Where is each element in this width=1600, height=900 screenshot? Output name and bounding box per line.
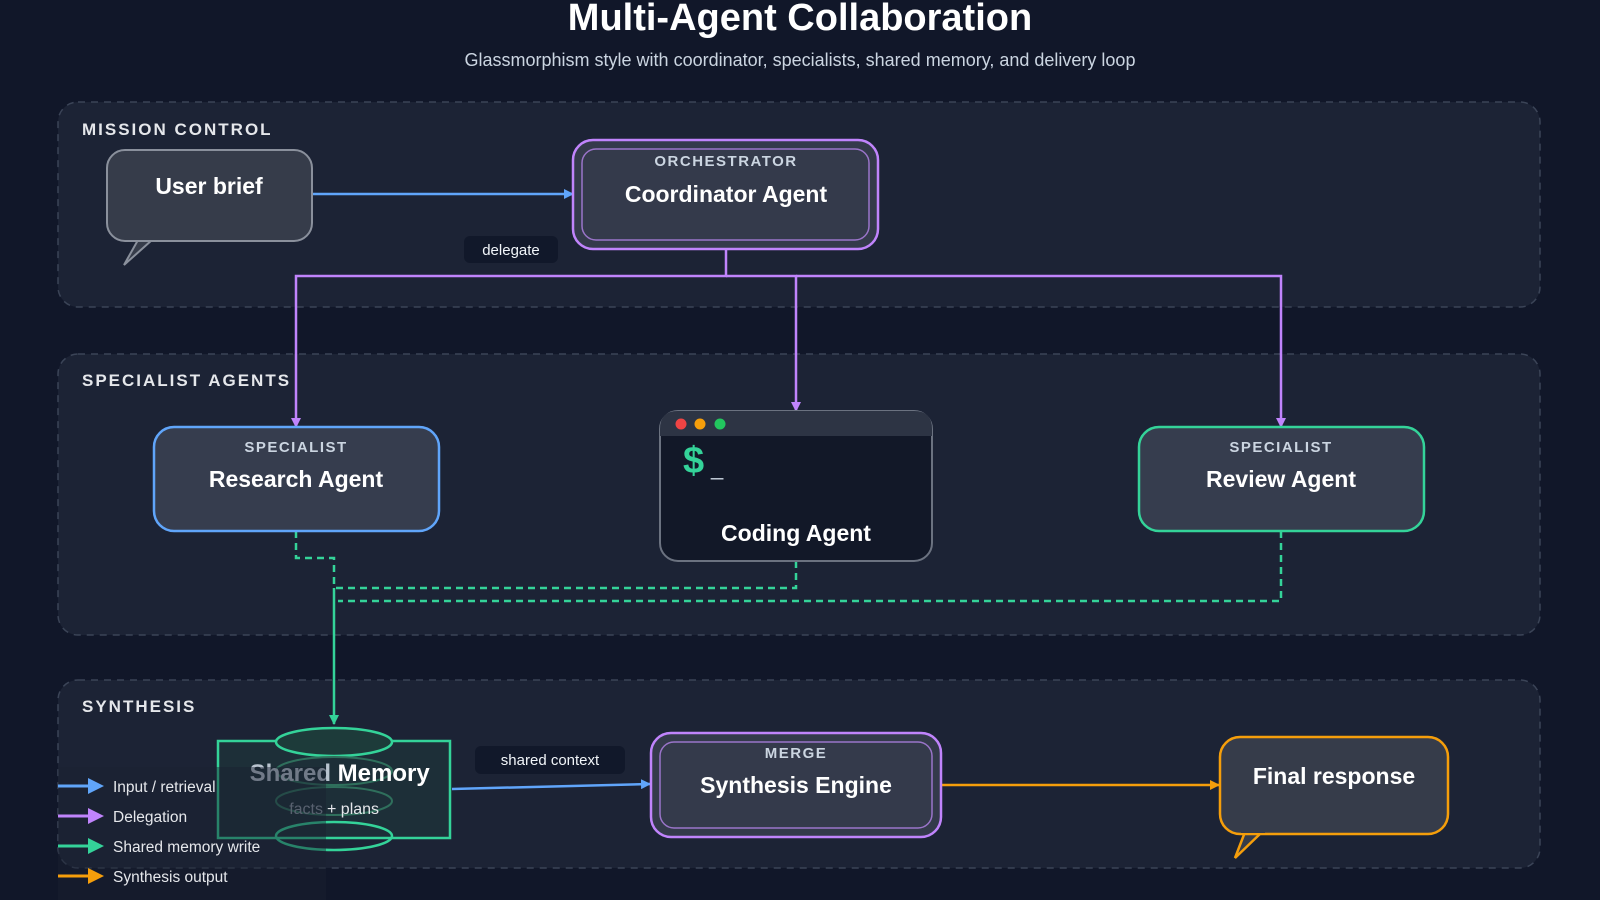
legend-label: Input / retrieval [113, 779, 216, 796]
node-synthesis-engine[interactable]: MERGE Synthesis Engine [649, 731, 943, 839]
memory-cylinder-ring-icon [275, 786, 393, 816]
node-coordinator-label: Coordinator Agent [625, 181, 828, 207]
node-coding-label: Coding Agent [721, 520, 871, 546]
edge-memory-to-synthesis [451, 779, 651, 791]
node-review-label: Review Agent [1206, 466, 1356, 492]
terminal-prompt-icon: $ [683, 440, 704, 482]
legend-label: Synthesis output [113, 869, 228, 886]
page-title: Multi-Agent Collaboration [568, 0, 1032, 39]
edge-label-shared-context: shared context [501, 752, 600, 769]
legend-item-delegation: Delegation [58, 808, 187, 826]
node-coordinator-agent[interactable]: ORCHESTRATOR Coordinator Agent [571, 138, 880, 251]
legend-label: Delegation [113, 809, 187, 826]
node-user-brief[interactable]: User brief [106, 149, 313, 266]
legend-item-memory-write: Shared memory write [58, 838, 260, 856]
node-synthesis-tag: MERGE [765, 745, 828, 762]
edge-label-delegate-bg [464, 236, 558, 263]
node-final-response-label: Final response [1253, 763, 1415, 789]
edge-label-delegate: delegate [482, 242, 540, 259]
node-review-agent[interactable]: SPECIALIST Review Agent [1137, 425, 1426, 533]
page-subtitle: Glassmorphism style with coordinator, sp… [465, 50, 1136, 70]
node-user-brief-label: User brief [155, 173, 263, 199]
node-review-tag: SPECIALIST [1229, 439, 1332, 456]
node-coding-agent[interactable]: $ _ Coding Agent [659, 410, 933, 562]
edge-memory-writes [294, 531, 1283, 603]
edge-delegation [291, 249, 1286, 428]
terminal-cursor-icon: _ [710, 455, 724, 480]
legend-item-input: Input / retrieval [58, 778, 216, 796]
node-coordinator-tag: ORCHESTRATOR [654, 153, 797, 170]
node-final-response[interactable]: Final response [1218, 735, 1450, 859]
window-minimize-dot-icon [694, 418, 706, 430]
legend-arrow-icon [88, 868, 104, 884]
zone-label-specialist-agents: SPECIALIST AGENTS [82, 371, 291, 390]
node-synthesis-label: Synthesis Engine [700, 772, 892, 798]
node-research-tag: SPECIALIST [244, 439, 347, 456]
node-shared-memory[interactable]: Shared Memory facts + plans [216, 726, 452, 852]
node-memory-caption-part2: + plans [327, 801, 379, 818]
memory-cylinder-ring-icon [275, 756, 393, 786]
legend-label: Shared memory write [113, 839, 260, 856]
node-memory-label-part1: Shared [250, 760, 331, 787]
memory-cylinder-bottom-icon [274, 820, 394, 852]
node-research-label: Research Agent [209, 466, 384, 492]
memory-cylinder-top-icon [274, 726, 394, 758]
window-maximize-dot-icon [714, 418, 726, 430]
zone-label-mission-control: MISSION CONTROL [82, 120, 273, 139]
node-memory-caption-part1: facts [289, 801, 323, 818]
edge-label-shared-context-bg [475, 746, 625, 774]
window-close-dot-icon [675, 418, 687, 430]
legend-item-synthesis-output: Synthesis output [58, 868, 228, 886]
legend-arrow-icon [88, 778, 104, 794]
legend-arrow-icon [88, 808, 104, 824]
node-memory-label-part2: Memory [331, 760, 430, 787]
zone-label-synthesis: SYNTHESIS [82, 697, 196, 716]
legend-arrow-icon [88, 838, 104, 854]
legend: Input / retrieval Delegation Shared memo… [58, 767, 326, 900]
node-research-agent[interactable]: SPECIALIST Research Agent [152, 425, 441, 533]
